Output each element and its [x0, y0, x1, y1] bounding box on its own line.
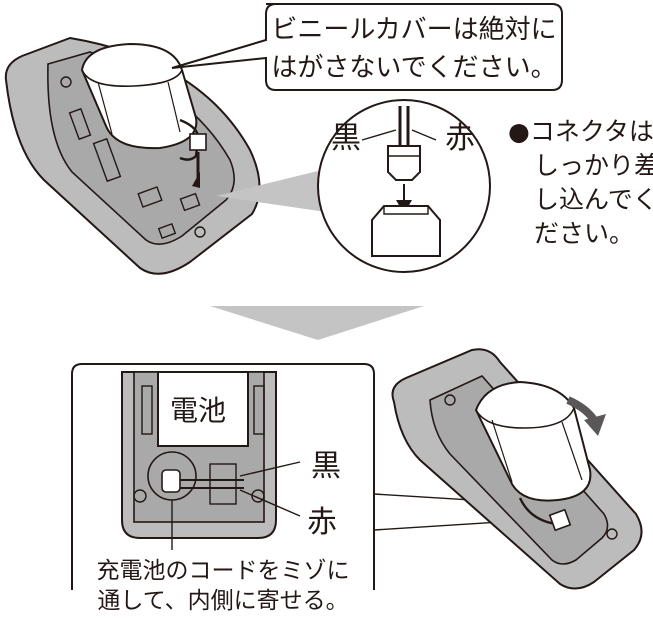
vinyl-warning-line1: ビニールカバーは絶対に: [271, 15, 556, 45]
battery-pack: [80, 42, 207, 188]
closeup-frame: 電池 黒 赤 充電池のコードをミゾに 通して、内側に寄せる。: [71, 363, 375, 614]
vinyl-warning-line2: はがさないでください。: [271, 53, 556, 83]
curved-arrow-icon: [566, 396, 606, 436]
connector-note: ●コネクタは しっかり差 し込んでく ださい。: [508, 117, 653, 248]
groove-instruction-line1: 充電池のコードをミゾに: [97, 558, 350, 584]
black-wire-label: 黒: [331, 121, 361, 156]
groove-instruction-line2: 通して、内側に寄せる。: [97, 588, 348, 614]
connector-note-line1: ●コネクタは: [508, 117, 653, 146]
red-wire-label: 赤: [445, 121, 475, 156]
zoom-wedge: [216, 168, 330, 212]
installed-handset: [391, 348, 643, 590]
connector-note-line2: しっかり差: [534, 151, 653, 180]
down-arrow-icon: [210, 306, 424, 340]
red-wire-label-closeup: 赤: [307, 505, 337, 540]
connector-note-line3: し込んでく: [534, 185, 653, 214]
connector-note-line4: ださい。: [534, 219, 634, 248]
black-wire-label-closeup: 黒: [311, 449, 341, 484]
vinyl-cover-callout: ビニールカバーは絶対に はがさないでください。: [171, 3, 563, 91]
battery-label: 電池: [170, 394, 226, 427]
connector-zoom-circle: 黒 赤: [317, 99, 491, 273]
